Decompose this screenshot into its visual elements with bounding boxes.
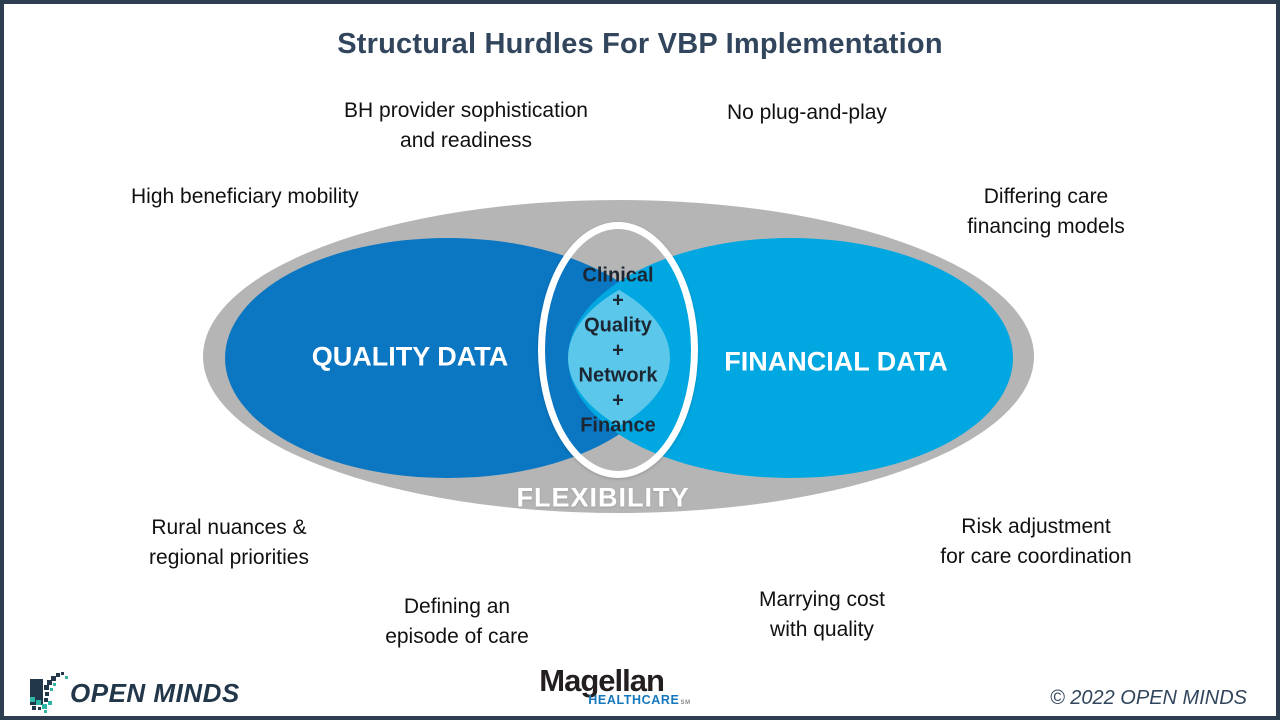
hurdle-risk-adjustment: Risk adjustment for care coordination (940, 512, 1131, 572)
hurdle-line: Defining an (403, 595, 511, 618)
hurdle-line: Risk adjustment (961, 515, 1111, 538)
hurdle-line: No plug-and-play (727, 101, 887, 124)
hurdle-line: Differing care (983, 185, 1109, 208)
open-minds-logo-text: OPEN MINDS (70, 677, 240, 708)
hurdle-line: episode of care (385, 625, 529, 648)
hurdle-line: financing models (967, 215, 1125, 238)
center-item: Finance (580, 414, 656, 437)
magellan-healthcare-text: HEALTHCARESM (588, 693, 691, 707)
hurdle-no-plug-and-play: No plug-and-play (727, 98, 887, 128)
page-title: Structural Hurdles For VBP Implementatio… (337, 28, 943, 60)
center-white-ring-ellipse (538, 222, 698, 478)
flexibility-label: FLEXIBILITY (516, 482, 690, 513)
center-item: Clinical (582, 264, 654, 287)
hurdle-line: BH provider sophistication (344, 99, 588, 122)
hurdle-rural-nuances: Rural nuances & regional priorities (149, 513, 309, 573)
hurdle-defining-episode: Defining an episode of care (385, 592, 529, 652)
center-item: Quality (584, 314, 652, 337)
financial-data-label: FINANCIAL DATA (724, 346, 948, 377)
center-item-plus: + (612, 289, 624, 312)
quality-data-label: QUALITY DATA (311, 341, 509, 372)
hurdle-line: Rural nuances & (151, 516, 307, 539)
magellan-service-mark: SM (680, 700, 691, 706)
hurdle-line: Marrying cost (758, 588, 886, 611)
center-item: Network (578, 364, 658, 387)
magellan-wordmark: Magellan (539, 663, 665, 698)
hurdle-marrying-cost-quality: Marrying cost with quality (759, 585, 885, 645)
center-intersection-list: Clinical + Quality + Network + Finance (579, 264, 658, 439)
hurdle-line: regional priorities (149, 546, 309, 569)
center-item-plus: + (612, 339, 624, 362)
copyright-text: © 2022 OPEN MINDS (1049, 687, 1247, 709)
open-minds-logo-icon (28, 671, 74, 715)
hurdle-line: High beneficiary mobility (131, 185, 359, 208)
center-item-plus: + (612, 389, 624, 412)
hurdle-differing-care-financing: Differing care financing models (967, 182, 1125, 242)
magellan-healthcare-logo: Magellan HEALTHCARESM (539, 663, 691, 707)
hurdle-bh-provider-sophistication: BH provider sophistication and readiness (344, 96, 588, 156)
hurdle-line: with quality (770, 618, 874, 641)
open-minds-logo: OPEN MINDS (28, 671, 240, 715)
hurdle-line: for care coordination (940, 545, 1132, 568)
hurdle-high-beneficiary-mobility: High beneficiary mobility (131, 182, 359, 212)
hurdle-line: and readiness (400, 129, 532, 152)
